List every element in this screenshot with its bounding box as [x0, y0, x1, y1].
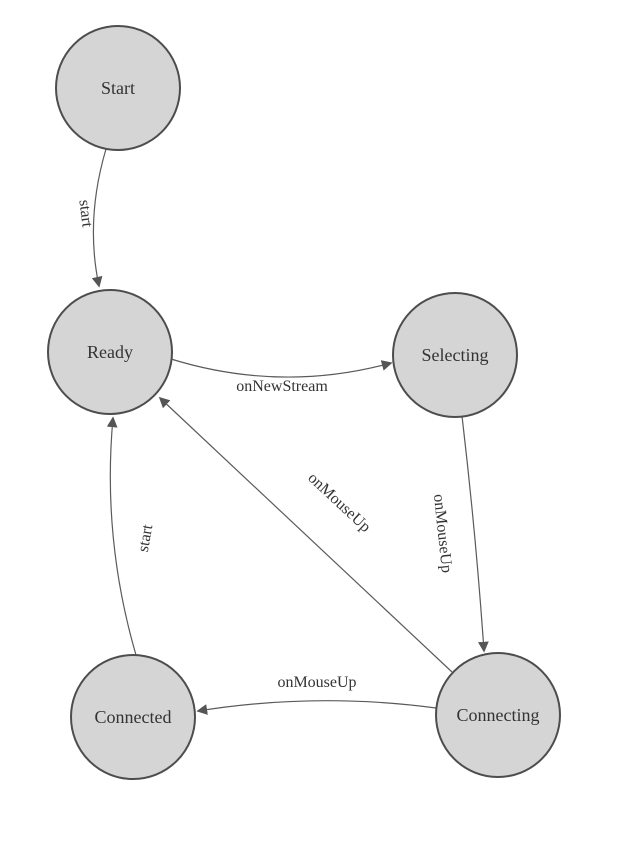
edge-line: [106, 416, 137, 656]
node-circle: [435, 652, 561, 778]
edge-line: [158, 396, 453, 673]
node-circle: [392, 292, 518, 418]
node-start: Start: [55, 25, 181, 151]
edge-label-onnewstream: onNewStream: [236, 378, 328, 395]
node-selecting: Selecting: [392, 292, 518, 418]
node-label: Connected: [95, 707, 172, 727]
node-circle: [70, 654, 196, 780]
node-circle: [47, 289, 173, 415]
node-circle: [55, 25, 181, 151]
node-label: Start: [101, 78, 135, 98]
edge-connecting-to-ready: onMouseUp: [158, 396, 453, 673]
node-label: Ready: [87, 342, 133, 362]
node-ready: Ready: [47, 289, 173, 415]
edge-ready-to-selecting: onNewStream: [170, 358, 393, 395]
edge-label-start: start: [135, 523, 157, 554]
node-connecting: Connecting: [435, 652, 561, 778]
edge-line: [91, 148, 107, 288]
node-label: Connecting: [457, 705, 540, 725]
edge-line: [170, 358, 393, 378]
edge-label-onmouseup: onMouseUp: [430, 493, 455, 573]
edge-line: [196, 700, 437, 715]
edge-selecting-to-connecting: onMouseUp: [430, 415, 489, 653]
node-label: Selecting: [422, 345, 489, 365]
edge-connecting-to-connected: onMouseUp: [196, 674, 437, 715]
edge-line: [461, 415, 489, 653]
edge-connected-to-ready: start: [106, 416, 157, 656]
edge-start-to-ready: start: [75, 148, 107, 288]
node-connected: Connected: [70, 654, 196, 780]
edge-label-onmouseup: onMouseUp: [277, 674, 356, 691]
edge-label-start: start: [75, 199, 95, 229]
edge-label-onmouseup: onMouseUp: [304, 470, 373, 536]
